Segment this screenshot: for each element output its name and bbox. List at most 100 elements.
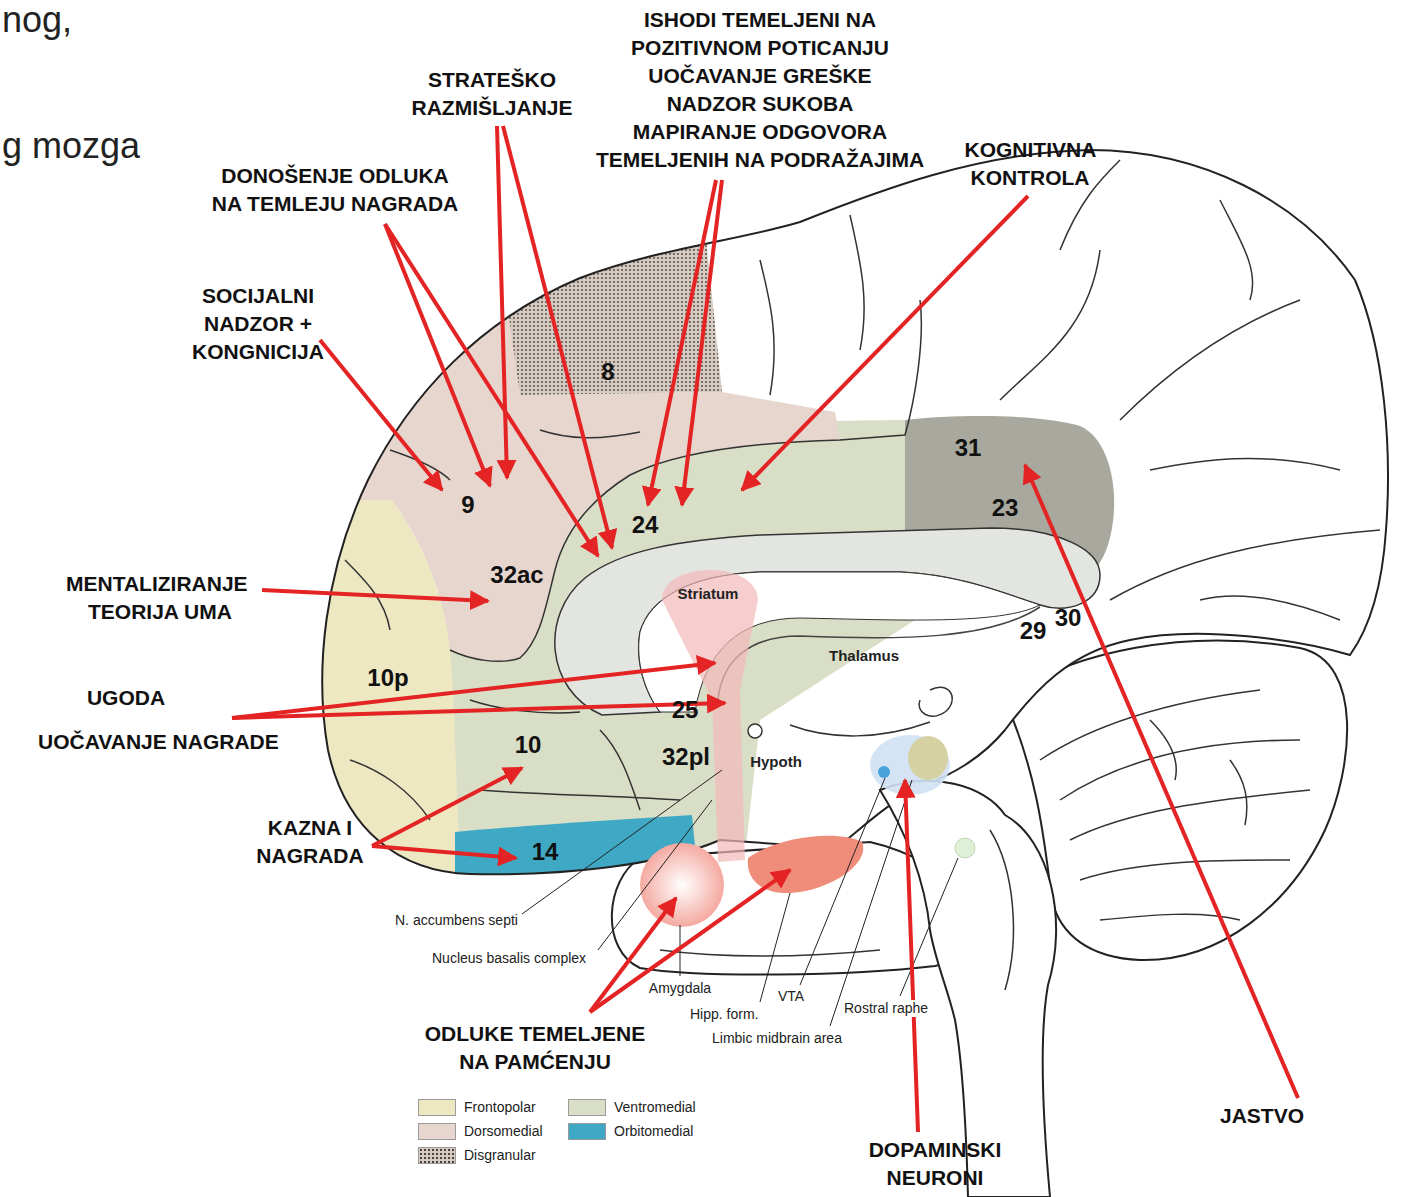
area-number: 23 xyxy=(992,495,1019,521)
vta-dot xyxy=(878,766,890,778)
folium-line xyxy=(1060,740,1300,800)
function-label: DONOŠENJE ODLUKA NA TEMLEJU NAGRADA xyxy=(207,162,463,218)
callout-arrow xyxy=(320,340,442,490)
function-label: UGODA xyxy=(87,684,165,712)
legend-item: Frontopolar xyxy=(418,1098,536,1116)
area-number: 8 xyxy=(601,359,614,385)
function-label: KOGNITIVNA KONTROLA xyxy=(964,136,1095,192)
function-label: NADZOR SUKOBA xyxy=(667,90,854,118)
sulcus-line xyxy=(1000,250,1100,400)
rostral-raphe xyxy=(955,838,975,858)
function-label: TEORIJA UMA xyxy=(88,598,232,626)
cortical-regions xyxy=(300,180,1114,900)
disgranular-region xyxy=(498,180,722,395)
callout-arrow xyxy=(385,224,598,556)
legend-item: Disgranular xyxy=(418,1146,536,1164)
function-label: MAPIRANJE ODGOVORA TEMELJENIH NA PODRAŽA… xyxy=(588,118,933,174)
area-number: 30 xyxy=(1055,605,1082,631)
structure-label: Hipp. form. xyxy=(690,1006,758,1023)
area-number: 9 xyxy=(461,492,474,518)
leader-line xyxy=(760,893,790,1002)
striatum xyxy=(662,570,758,862)
area-number: 10p xyxy=(367,665,408,691)
area-number: 31 xyxy=(955,435,982,461)
leader-line xyxy=(800,778,885,985)
pons-line xyxy=(990,830,1013,990)
cerebrum-outline xyxy=(322,150,1388,874)
callout-arrow xyxy=(385,224,490,486)
folium-line xyxy=(1040,690,1260,760)
function-label: JASTVO xyxy=(1220,1102,1304,1130)
structure-label: N. accumbens septi xyxy=(395,912,518,929)
sulcus-line xyxy=(1220,200,1253,300)
structure-label: Striatum xyxy=(678,585,739,603)
callout-arrow xyxy=(503,126,612,548)
legend-item: Dorsomedial xyxy=(418,1122,543,1140)
area-number: 25 xyxy=(672,697,699,723)
function-label: STRATEŠKO RAZMIŠLJANJE xyxy=(411,66,572,122)
folium-line xyxy=(1070,790,1310,840)
pineal xyxy=(919,687,952,716)
sulcus-line xyxy=(850,215,864,350)
legend-text: Dorsomedial xyxy=(464,1122,543,1140)
callout-arrow xyxy=(590,870,790,1012)
callout-arrow xyxy=(1025,465,1298,1098)
callout-arrow xyxy=(648,180,716,505)
function-label: ODLUKE TEMELJENE NA PAMĆENJU xyxy=(415,1020,655,1076)
function-label: SOCIJALNI NADZOR + KONGNICIJA xyxy=(192,282,324,366)
legend-swatch xyxy=(418,1099,456,1116)
leader-lines xyxy=(522,770,958,1026)
slide-text: g mozga xyxy=(2,126,140,166)
folium-line xyxy=(1230,760,1247,825)
callout-arrow xyxy=(682,180,722,505)
area-number: 32ac xyxy=(490,562,543,588)
legend-text: Orbitomedial xyxy=(614,1122,693,1140)
area-number: 24 xyxy=(632,512,659,538)
area-number: 29 xyxy=(1020,618,1047,644)
legend-text: Disgranular xyxy=(464,1146,536,1164)
sulcus-line xyxy=(350,760,430,820)
structure-label: Rostral raphe xyxy=(842,1000,930,1017)
slide-text: nog, xyxy=(2,0,72,40)
legend-pattern-swatch xyxy=(418,1147,456,1164)
function-label: UOČAVANJE GREŠKE xyxy=(648,62,871,90)
legend-text: Frontopolar xyxy=(464,1098,536,1116)
legend-text: Ventromedial xyxy=(614,1098,696,1116)
temporal-sulcus xyxy=(660,950,880,956)
sulcus-line xyxy=(480,790,680,800)
sulcus-line xyxy=(1200,596,1340,620)
brainstem xyxy=(880,781,1056,1197)
legend-swatch xyxy=(568,1099,606,1116)
area-number: 32pl xyxy=(662,744,710,770)
calcarine-sulcus xyxy=(1110,530,1380,600)
folium-line xyxy=(1150,720,1176,780)
callout-arrow xyxy=(232,703,725,718)
folium-line xyxy=(1080,860,1290,880)
callout-arrow xyxy=(905,780,918,1132)
callout-arrows xyxy=(232,126,1298,1132)
corpus-callosum xyxy=(555,528,1100,715)
structure-label: Hypoth xyxy=(750,753,802,771)
callout-arrow xyxy=(372,846,516,858)
parieto-occipital-sulcus xyxy=(1120,300,1300,420)
hypothalamic-sulcus xyxy=(790,722,930,736)
structure-label: Thalamus xyxy=(829,647,899,665)
structure-label: Nucleus basalis complex xyxy=(432,950,586,967)
structure-label: VTA xyxy=(778,988,804,1005)
legend-item: Orbitomedial xyxy=(568,1122,693,1140)
leader-line xyxy=(830,780,912,1026)
callout-arrow xyxy=(262,590,488,601)
sulcus-line xyxy=(540,430,640,438)
sulcus-line xyxy=(600,730,640,810)
area-number: 10 xyxy=(515,732,542,758)
structure-label: Limbic midbrain area xyxy=(712,1030,842,1047)
cerebellum-folia xyxy=(1040,690,1310,920)
callout-arrow xyxy=(742,196,1028,490)
sulcus-line xyxy=(760,260,774,395)
sulcus-line xyxy=(1150,458,1340,470)
function-label: KAZNA I NAGRADA xyxy=(245,814,375,870)
legend-swatch xyxy=(418,1123,456,1140)
legend-swatch xyxy=(568,1123,606,1140)
leader-line xyxy=(522,770,722,914)
